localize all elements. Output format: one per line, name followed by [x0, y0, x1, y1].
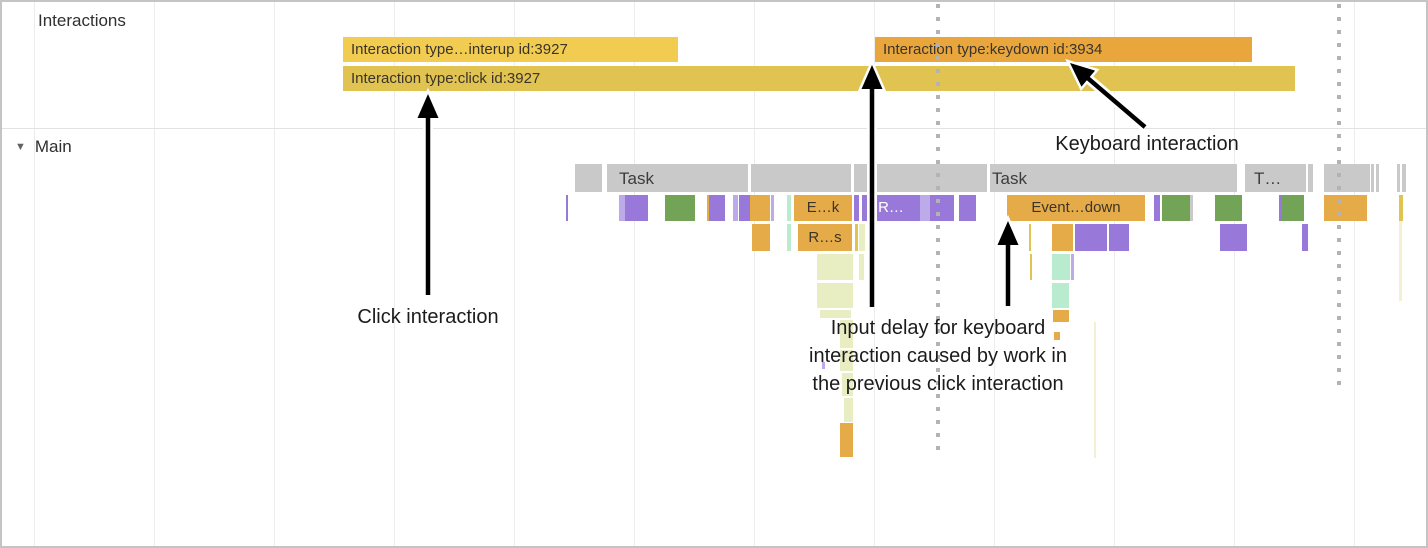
- flame-bar[interactable]: E…k: [794, 195, 852, 221]
- flame-bar[interactable]: [1215, 195, 1242, 221]
- flame-bar[interactable]: [817, 283, 853, 308]
- flame-bar[interactable]: [1053, 310, 1069, 322]
- flame-bar[interactable]: [566, 195, 568, 221]
- flame-bar[interactable]: [959, 195, 976, 221]
- flame-bar[interactable]: [1220, 224, 1247, 251]
- flame-bar[interactable]: [844, 398, 853, 422]
- flame-bar[interactable]: [854, 195, 859, 221]
- flame-bar[interactable]: [1030, 254, 1032, 280]
- flame-bar[interactable]: [1075, 224, 1107, 251]
- flame-bar[interactable]: [1162, 195, 1190, 221]
- gridline: [634, 2, 635, 546]
- flame-bar[interactable]: [820, 310, 851, 318]
- flame-bar[interactable]: [1109, 224, 1129, 251]
- gridline: [514, 2, 515, 546]
- task-bar[interactable]: [854, 164, 987, 192]
- task-bar[interactable]: [1324, 164, 1370, 192]
- task-bar[interactable]: [1245, 164, 1306, 192]
- task-label: T…: [1254, 169, 1282, 188]
- annotation-input-delay: Input delay for keyboard interaction cau…: [809, 317, 1067, 395]
- flame-bar[interactable]: [840, 423, 853, 457]
- annotation-click-interaction: Click interaction: [357, 306, 499, 328]
- track-separator: [2, 128, 1426, 129]
- flame-bar[interactable]: [1094, 322, 1096, 458]
- gridline: [994, 2, 995, 546]
- flame-bar[interactable]: [787, 195, 791, 221]
- interactions-track-label: Interactions: [38, 11, 126, 30]
- task-bar[interactable]: [607, 164, 748, 192]
- flame-bar[interactable]: [733, 195, 738, 221]
- flame-bar[interactable]: [1399, 221, 1402, 301]
- flame-bar[interactable]: [1279, 195, 1282, 221]
- flame-bar[interactable]: [787, 224, 791, 251]
- flame-bar[interactable]: [840, 350, 853, 371]
- main-track-label: Main: [34, 137, 72, 156]
- task-label: Task: [992, 169, 1027, 188]
- flame-bar[interactable]: [840, 320, 853, 348]
- flame-bar[interactable]: [665, 195, 695, 221]
- gridline: [1114, 2, 1115, 546]
- gridline: [754, 2, 755, 546]
- flame-bar[interactable]: [1054, 332, 1060, 340]
- task-bar[interactable]: [1308, 164, 1313, 192]
- flame-bar[interactable]: [709, 195, 725, 221]
- task-bar[interactable]: [990, 164, 1237, 192]
- task-bar[interactable]: [1371, 164, 1374, 192]
- flame-bar[interactable]: [920, 195, 930, 221]
- flame-bar[interactable]: [859, 254, 864, 280]
- gridline: [394, 2, 395, 546]
- flame-bar[interactable]: [855, 224, 858, 251]
- interaction-bar[interactable]: Interaction type:keydown id:3934: [875, 37, 1252, 62]
- flame-bar[interactable]: [707, 195, 709, 221]
- flame-bar[interactable]: R…: [862, 195, 920, 221]
- task-bar[interactable]: [1402, 164, 1406, 192]
- flame-bar[interactable]: R…s: [798, 224, 852, 251]
- time-marker-dotted-line: [936, 4, 940, 458]
- task-bar[interactable]: [751, 164, 851, 192]
- flame-bar[interactable]: [625, 195, 648, 221]
- flame-bar[interactable]: [842, 373, 853, 396]
- main-track-header[interactable]: ▼ Main: [15, 137, 72, 157]
- flame-bar[interactable]: [752, 224, 770, 251]
- gridline: [154, 2, 155, 546]
- gridline: [1354, 2, 1355, 546]
- task-label: Task: [619, 169, 654, 188]
- flame-bar[interactable]: [1154, 195, 1160, 221]
- flame-bar[interactable]: [771, 195, 774, 221]
- flame-bar[interactable]: [822, 362, 825, 369]
- gridline: [1234, 2, 1235, 546]
- interaction-bar[interactable]: Interaction type…interup id:3927: [343, 37, 678, 62]
- flame-bar[interactable]: [1052, 283, 1069, 308]
- flame-bar[interactable]: [1052, 254, 1070, 280]
- flame-bar[interactable]: [739, 195, 750, 221]
- flame-bar[interactable]: [1052, 224, 1073, 251]
- flame-bar[interactable]: [817, 254, 853, 280]
- annotation-keyboard-interaction: Keyboard interaction: [1055, 133, 1239, 155]
- flame-bar[interactable]: [859, 224, 865, 251]
- flame-bar[interactable]: [1190, 195, 1193, 221]
- flame-bar[interactable]: [1029, 224, 1031, 251]
- gridline: [34, 2, 35, 546]
- flame-bar[interactable]: [619, 195, 625, 221]
- flame-bar[interactable]: Event…down: [1007, 195, 1145, 221]
- time-marker-dotted-line: [1337, 4, 1341, 388]
- flame-bar[interactable]: [1282, 195, 1304, 221]
- flame-bar[interactable]: [1071, 254, 1074, 280]
- flame-bar[interactable]: [930, 195, 954, 221]
- flame-bar[interactable]: [750, 195, 770, 221]
- gridline: [274, 2, 275, 546]
- interaction-bar[interactable]: Interaction type:click id:3927: [343, 66, 1295, 91]
- collapse-triangle-icon[interactable]: ▼: [15, 141, 26, 153]
- task-bar[interactable]: [575, 164, 602, 192]
- flame-bar[interactable]: [1302, 224, 1308, 251]
- flame-bar[interactable]: [1399, 195, 1403, 221]
- task-bar[interactable]: [1397, 164, 1400, 192]
- flame-bar[interactable]: [1324, 195, 1367, 221]
- task-bar[interactable]: [1376, 164, 1379, 192]
